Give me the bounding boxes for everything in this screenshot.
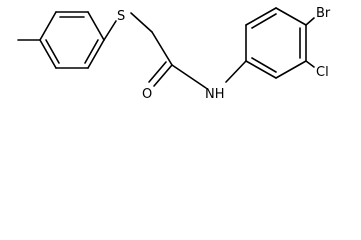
carbonyl-nitrogen-bond (171, 64, 207, 89)
aryl-ring (245, 7, 307, 79)
sulfur-methylene-bond (130, 12, 153, 33)
sulfur-label: S (117, 9, 125, 24)
ring-sulfur-bond (103, 20, 117, 41)
chemical-structure: S O NH Br Cl (17, 6, 331, 102)
tolyl-ring (39, 11, 105, 69)
oxygen-label: O (142, 87, 152, 102)
chlorine-label: Cl (316, 65, 329, 80)
methylene-carbonyl-bond (151, 31, 173, 66)
chlorine-bond (305, 60, 315, 68)
bromine-label: Br (316, 6, 331, 21)
amide-nitrogen-label: NH (205, 87, 225, 102)
bromine-bond (305, 17, 315, 26)
nitrogen-aryl-bond (225, 60, 247, 83)
carbonyl-double-bond-b (148, 61, 167, 83)
carbonyl-double-bond-a (153, 64, 173, 87)
